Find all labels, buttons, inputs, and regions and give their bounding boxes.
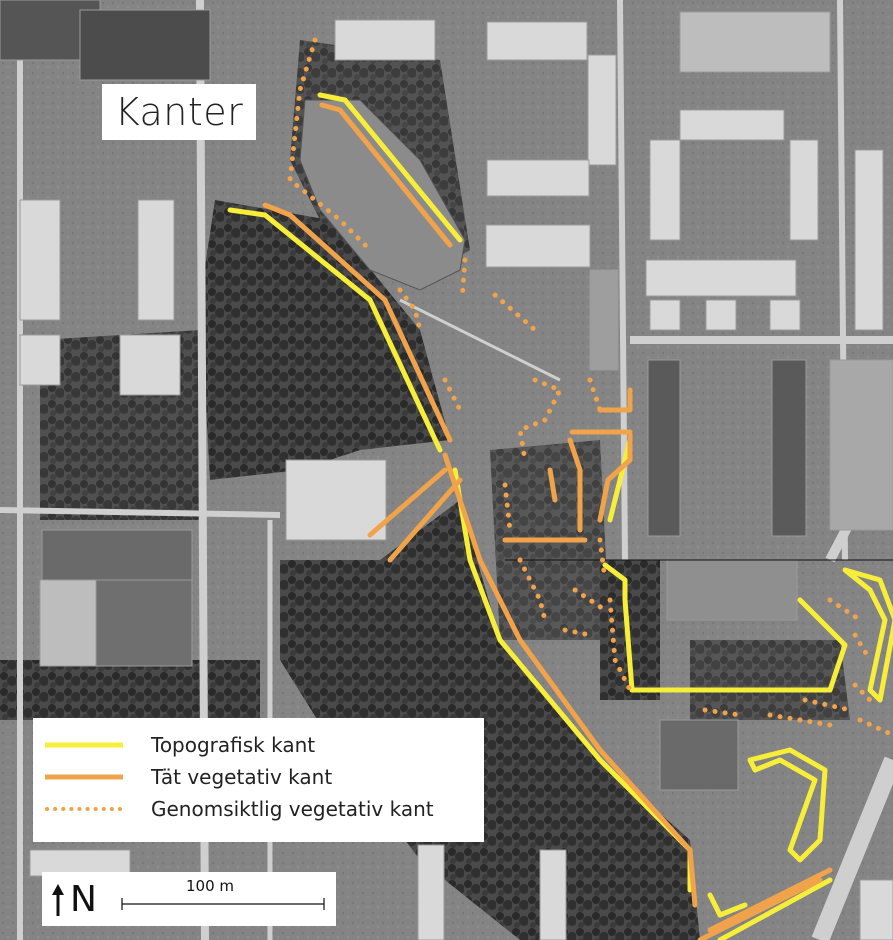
north-label: N bbox=[70, 879, 97, 920]
scale-label: 100 m bbox=[186, 877, 235, 895]
topographic-edges bbox=[227, 92, 893, 940]
open-vegetation-edges bbox=[287, 37, 893, 738]
legend-label: Genomsiktlig vegetativ kant bbox=[151, 797, 434, 821]
scale-and-north: N 100 m bbox=[42, 872, 336, 926]
legend-item-topographic: Topografisk kant bbox=[33, 730, 484, 760]
legend-label: Tät vegetativ kant bbox=[151, 765, 333, 789]
legend-label: Topografisk kant bbox=[151, 733, 316, 757]
scale-bar bbox=[121, 898, 325, 910]
legend-item-open-vegetation: Genomsiktlig vegetativ kant bbox=[33, 794, 484, 824]
legend-item-dense-vegetation: Tät vegetativ kant bbox=[33, 762, 484, 792]
pond bbox=[299, 99, 466, 291]
legend-symbol-yellow-line bbox=[45, 742, 123, 748]
north-arrow: N bbox=[50, 878, 97, 922]
legend-symbol-orange-line bbox=[45, 774, 123, 780]
dense-vegetation-edges bbox=[262, 102, 833, 940]
north-arrow-icon bbox=[52, 884, 64, 916]
map-title: Kanter bbox=[102, 84, 256, 140]
legend: Topografisk kant Tät vegetativ kant Geno… bbox=[33, 718, 484, 842]
legend-symbol-orange-dotted bbox=[45, 807, 125, 811]
